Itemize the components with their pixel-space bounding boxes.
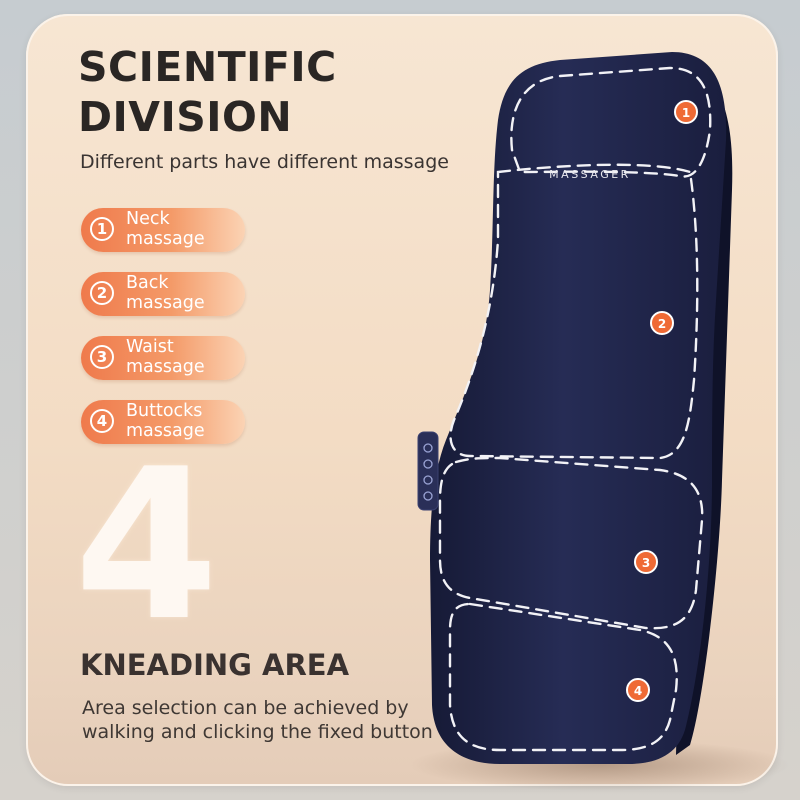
zone-marker-2: 2 (650, 311, 674, 335)
zone-label: Neck massage (126, 209, 205, 249)
zone-marker-number: 2 (658, 317, 666, 331)
brand-wordmark: MASSAGER (549, 168, 631, 181)
zone-marker-number: 4 (634, 684, 642, 698)
cushion-body (430, 52, 727, 764)
zone-label: Buttocks massage (126, 401, 205, 441)
kneading-area-heading: KNEADING AREA (80, 648, 350, 682)
zone-number-badge: 2 (90, 281, 114, 305)
kneading-area-description: Area selection can be achieved by walkin… (82, 697, 433, 743)
zone-label: Back massage (126, 273, 205, 313)
kneading-area-count: 4 (74, 425, 219, 667)
zone-marker-1: 1 (674, 100, 698, 124)
zone-number-badge: 1 (90, 217, 114, 241)
zone-marker-4: 4 (626, 678, 650, 702)
zone-number-badge: 4 (90, 409, 114, 433)
zone-pill-back: 2 Back massage (81, 272, 245, 316)
zone-pill-buttocks: 4 Buttocks massage (81, 400, 245, 444)
select-button-icon[interactable] (423, 491, 433, 501)
zone-marker-number: 1 (682, 106, 690, 120)
control-panel (417, 431, 439, 511)
zone-pill-waist: 3 Waist massage (81, 336, 245, 380)
zone-outline-waist (438, 456, 704, 630)
zone-marker-number: 3 (642, 556, 650, 570)
zone-label: Waist massage (126, 337, 205, 377)
zone-outline-buttocks (448, 602, 678, 752)
zone-number-badge: 3 (90, 345, 114, 369)
power-button-icon[interactable] (423, 443, 433, 453)
zone-outline-neck (510, 66, 712, 178)
zone-pill-neck: 1 Neck massage (81, 208, 245, 252)
heat-button-icon[interactable] (423, 475, 433, 485)
page-title: SCIENTIFIC DIVISION (78, 43, 337, 141)
page-subtitle: Different parts have different massage (80, 151, 449, 173)
zone-outline-back (449, 163, 699, 460)
mode-button-icon[interactable] (423, 459, 433, 469)
zone-marker-3: 3 (634, 550, 658, 574)
